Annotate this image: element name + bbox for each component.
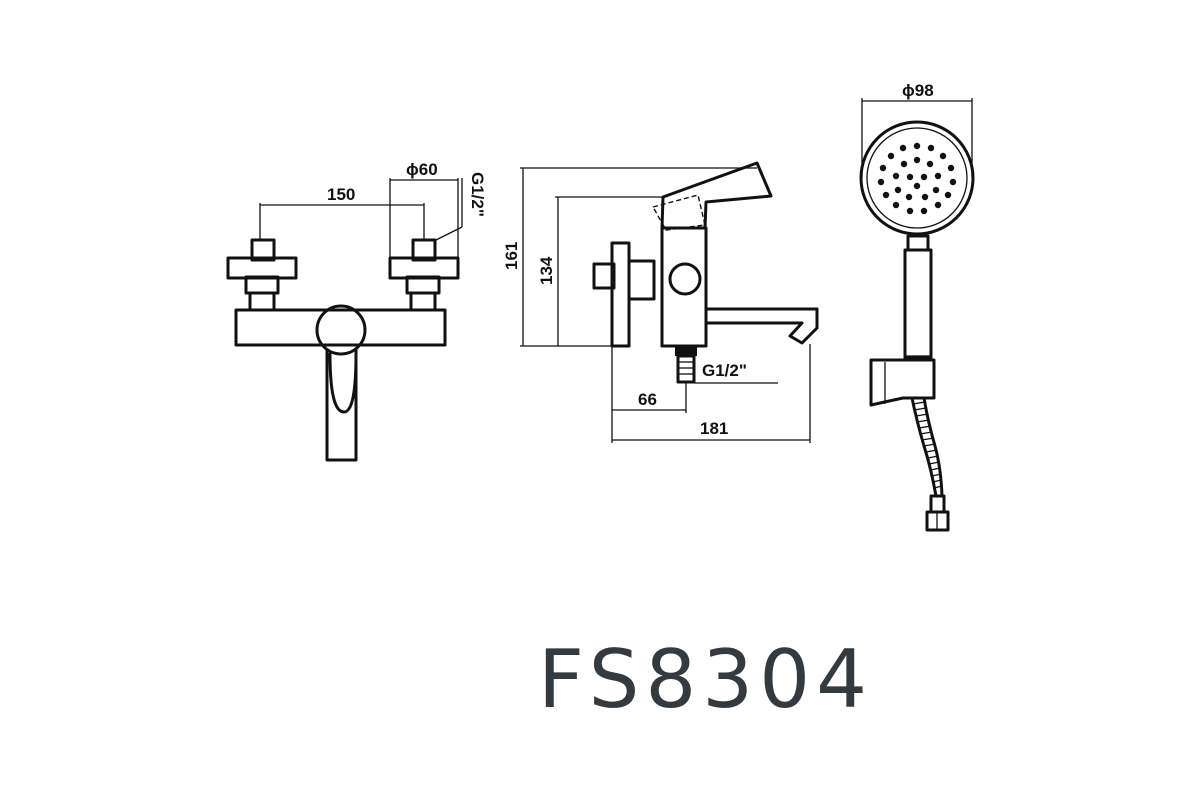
dim-inlet-thread: G1/2" [468, 172, 487, 217]
nozzle-pattern [877, 142, 957, 215]
dim-flange: ϕ60 [406, 160, 438, 179]
dim-shower-head: ϕ98 [902, 81, 934, 100]
front-view: 150 ϕ60 G1/2" [226, 160, 487, 462]
dim-depth-total: 181 [700, 419, 728, 438]
dim-height-total: 161 [502, 242, 521, 270]
model-number: FS8304 [538, 633, 873, 726]
dim-height-body: 134 [537, 256, 556, 285]
dim-depth-inlet: 66 [638, 390, 657, 409]
dim-spacing: 150 [327, 185, 355, 204]
hand-shower: ϕ98 [859, 81, 975, 532]
side-view: 161 134 G1/2" 66 181 [502, 161, 819, 443]
dim-outlet-thread: G1/2" [702, 361, 747, 380]
